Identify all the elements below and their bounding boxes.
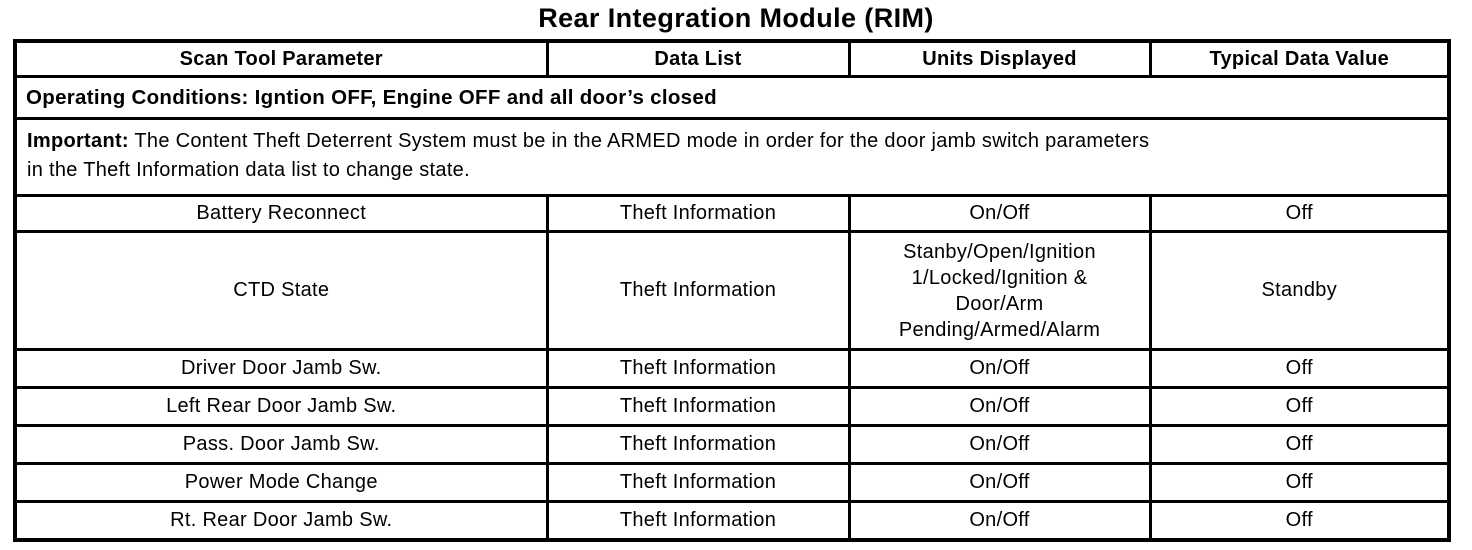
param-cell: CTD State xyxy=(13,230,549,351)
param-cell: Battery Reconnect xyxy=(13,194,549,233)
param-cell: Power Mode Change xyxy=(13,462,549,503)
data-list-cell: Theft Information xyxy=(545,386,851,427)
units-cell: On/Off xyxy=(847,194,1152,233)
data-list-cell: Theft Information xyxy=(545,348,851,389)
param-cell: Driver Door Jamb Sw. xyxy=(13,348,549,389)
column-header-typical: Typical Data Value xyxy=(1148,39,1451,78)
column-header-units: Units Displayed xyxy=(847,39,1152,78)
data-list-cell: Theft Information xyxy=(545,462,851,503)
table-row: Rt. Rear Door Jamb Sw. Theft Information… xyxy=(13,500,1451,541)
typical-cell: Off xyxy=(1148,424,1451,465)
important-note-cell: Important: The Content Theft Deterrent S… xyxy=(13,117,1451,197)
important-note-row: Important: The Content Theft Deterrent S… xyxy=(13,117,1451,197)
typical-cell: Off xyxy=(1148,194,1451,233)
units-cell: On/Off xyxy=(847,424,1152,465)
table-row: Driver Door Jamb Sw. Theft Information O… xyxy=(13,348,1451,389)
data-list-cell: Theft Information xyxy=(545,500,851,541)
param-cell: Rt. Rear Door Jamb Sw. xyxy=(13,500,549,541)
units-cell: On/Off xyxy=(847,348,1152,389)
column-header-data-list: Data List xyxy=(545,39,851,78)
rim-parameter-table: Scan Tool Parameter Data List Units Disp… xyxy=(13,39,1451,542)
data-list-cell: Theft Information xyxy=(545,230,851,351)
operating-conditions-row: Operating Conditions: Igntion OFF, Engin… xyxy=(13,75,1451,120)
table-row: Left Rear Door Jamb Sw. Theft Informatio… xyxy=(13,386,1451,427)
important-note-line2: in the Theft Information data list to ch… xyxy=(27,159,470,181)
typical-cell: Off xyxy=(1148,348,1451,389)
operating-conditions-text: Operating Conditions: Igntion OFF, Engin… xyxy=(13,75,1451,120)
table-row: CTD State Theft Information Stanby/Open/… xyxy=(13,230,1451,351)
units-cell: On/Off xyxy=(847,386,1152,427)
data-list-cell: Theft Information xyxy=(545,424,851,465)
typical-cell: Off xyxy=(1148,462,1451,503)
table-row: Power Mode Change Theft Information On/O… xyxy=(13,462,1451,503)
param-cell: Pass. Door Jamb Sw. xyxy=(13,424,549,465)
table-header-row: Scan Tool Parameter Data List Units Disp… xyxy=(13,39,1451,78)
units-cell: Stanby/Open/Ignition 1/Locked/Ignition &… xyxy=(847,230,1152,351)
units-cell: On/Off xyxy=(847,500,1152,541)
page-title: Rear Integration Module (RIM) xyxy=(538,3,934,33)
table-row: Battery Reconnect Theft Information On/O… xyxy=(13,194,1451,233)
units-cell: On/Off xyxy=(847,462,1152,503)
typical-cell: Standby xyxy=(1148,230,1451,351)
important-label: Important: xyxy=(27,130,129,152)
column-header-parameter: Scan Tool Parameter xyxy=(13,39,549,78)
data-list-cell: Theft Information xyxy=(545,194,851,233)
param-cell: Left Rear Door Jamb Sw. xyxy=(13,386,549,427)
important-note-line1: Important: The Content Theft Deterrent S… xyxy=(27,130,1150,152)
typical-cell: Off xyxy=(1148,500,1451,541)
table-row: Pass. Door Jamb Sw. Theft Information On… xyxy=(13,424,1451,465)
typical-cell: Off xyxy=(1148,386,1451,427)
